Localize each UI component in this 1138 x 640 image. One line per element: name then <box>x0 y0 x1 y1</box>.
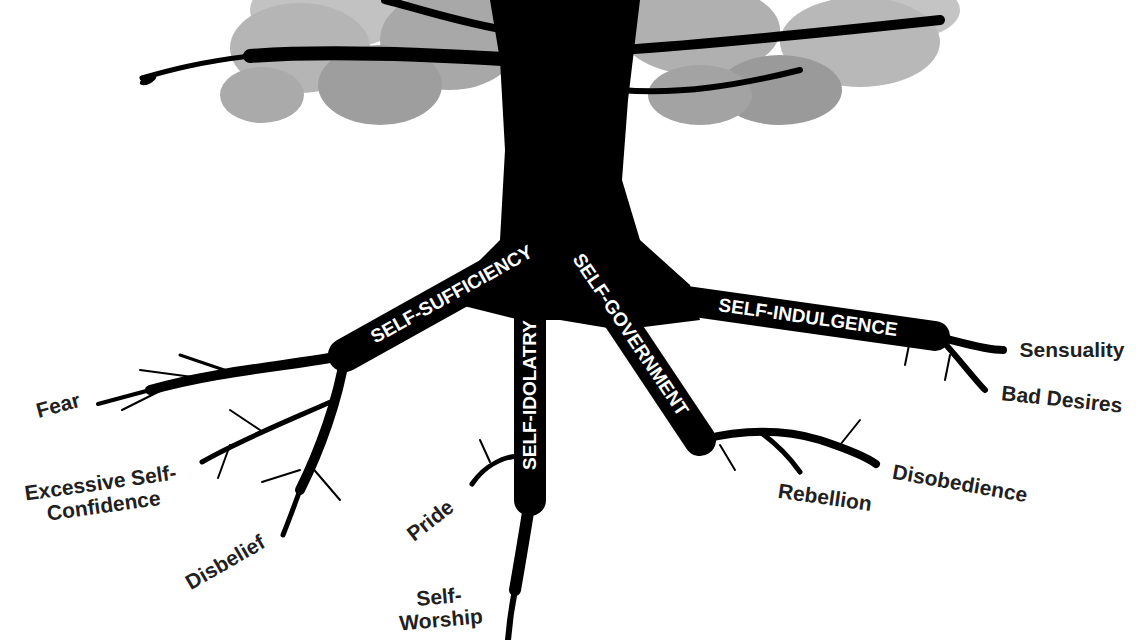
root-tip-label: Excessive Self-Confidence <box>0 457 204 531</box>
root-tip-label: Pride <box>402 495 458 546</box>
root-tip-label: Self-Worship <box>391 581 490 635</box>
root-tip-label: Disobedience <box>891 460 1029 506</box>
root-label: SELF-GOVERNMENT <box>568 250 692 420</box>
root-label: SELF-IDOLATRY <box>520 320 541 470</box>
roots <box>98 230 1003 640</box>
root-tip-label: Rebellion <box>777 479 874 515</box>
root-tip-label: Disbelief <box>181 530 268 594</box>
root-label: SELF-INDULGENCE <box>717 295 899 341</box>
root-label: SELF-SUFFICIENCY <box>368 242 537 348</box>
root-tip-label: Bad Desires <box>1000 381 1123 417</box>
root-tip-label: Sensuality <box>1019 338 1124 361</box>
root-tip-label: Fear <box>34 388 83 422</box>
